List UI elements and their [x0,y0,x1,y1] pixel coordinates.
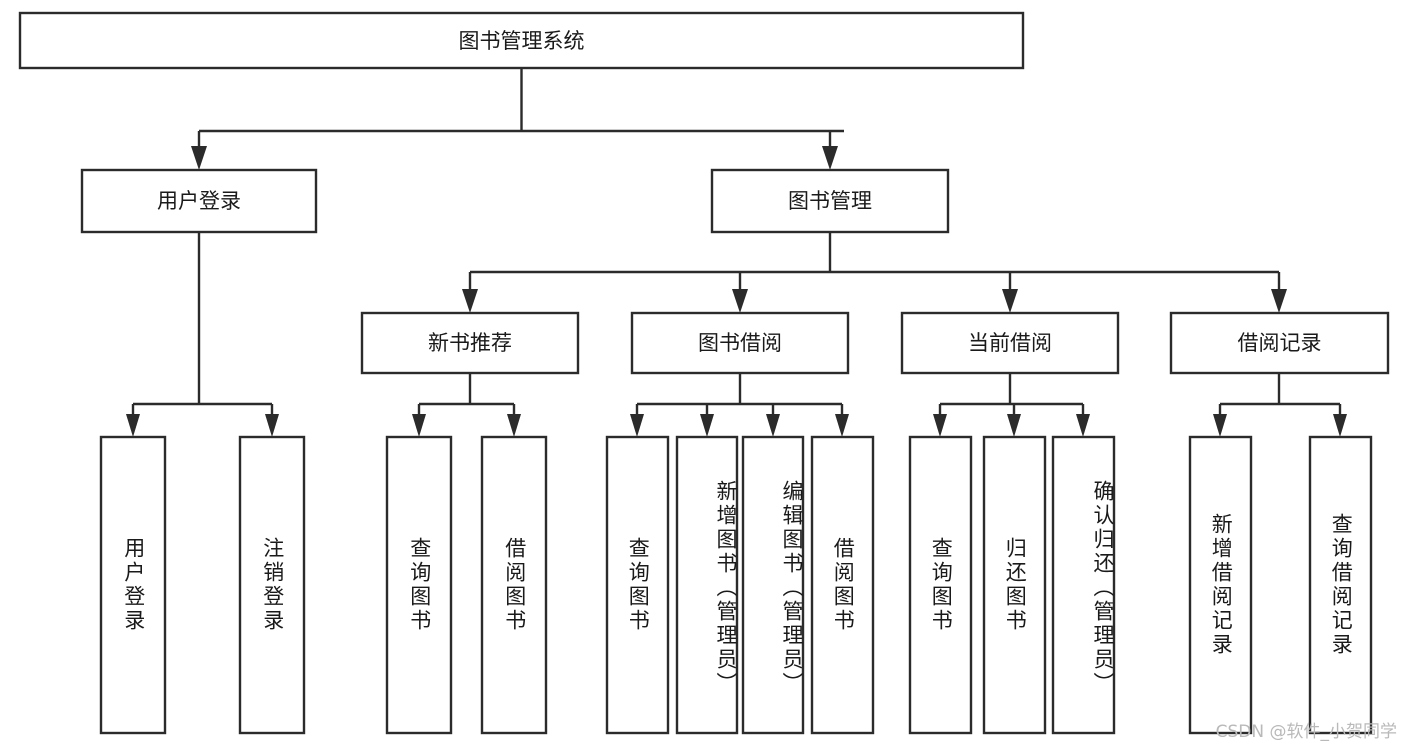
arrow-head-leaf-borrow-book-2 [835,414,849,437]
arrow-head-leaf-query-record [1333,414,1347,437]
arrow-head-leaf-logout [265,414,279,437]
connector-group-user-login [126,232,279,437]
node-root-system[interactable]: 图书管理系统 [18,11,1025,70]
arrow-head-leaf-query-book-1 [412,414,426,437]
node-new-book-rec-label: 新书推荐 [428,331,512,355]
leaf-box-confirm-return[interactable] [1051,435,1116,735]
leaf-box-edit-book[interactable] [741,435,805,735]
arrow-head-new-book-rec [462,289,478,313]
node-book-borrow[interactable]: 图书借阅 [630,311,850,375]
leaf-box-query-record[interactable] [1308,435,1373,735]
leaf-box-query-book-3[interactable] [908,435,973,735]
arrow-head-leaf-query-book-3 [933,414,947,437]
arrow-head-leaf-borrow-book-1 [507,414,521,437]
leaf-box-query-book-2[interactable] [605,435,670,735]
arrow-head-leaf-confirm-return [1076,414,1090,437]
node-user-login-box[interactable] [80,168,318,234]
node-user-login[interactable]: 用户登录 [80,168,318,234]
node-user-login-label: 用户登录 [157,189,241,213]
connector-group-borrow-record [1213,373,1347,437]
node-current-borrow-label: 当前借阅 [968,331,1052,355]
node-current-borrow[interactable]: 当前借阅 [900,311,1120,375]
node-borrow-record-box[interactable] [1169,311,1390,375]
node-book-borrow-label: 图书借阅 [698,331,782,355]
connector-group-current-borrow [933,373,1090,437]
node-borrow-record[interactable]: 借阅记录 [1169,311,1390,375]
arrow-head-leaf-return-book [1007,414,1021,437]
leaf-box-user-login[interactable] [99,435,167,735]
leaf-box-group [99,435,1373,735]
connector-group-new-book-rec [412,373,521,437]
arrow-head-borrow-record [1271,289,1287,313]
connector-group-book-borrow [630,373,849,437]
node-new-book-rec-box[interactable] [360,311,580,375]
leaf-box-add-book[interactable] [675,435,739,735]
connector-group-book-manage [462,232,1287,313]
node-borrow-record-label: 借阅记录 [1238,331,1322,355]
arrow-head-leaf-add-book [700,414,714,437]
node-book-manage[interactable]: 图书管理 [710,168,950,234]
arrow-head-book-manage [822,146,838,170]
node-new-book-rec[interactable]: 新书推荐 [360,311,580,375]
csdn-watermark: CSDN @软件_小贺同学 [1215,722,1397,742]
leaf-box-return-book[interactable] [982,435,1047,735]
node-root-box[interactable] [18,11,1025,70]
leaf-box-logout[interactable] [238,435,306,735]
leaf-box-query-book-1[interactable] [385,435,453,735]
node-book-manage-box[interactable] [710,168,950,234]
leaf-box-borrow-book-1[interactable] [480,435,548,735]
leaf-box-add-record[interactable] [1188,435,1253,735]
node-book-borrow-box[interactable] [630,311,850,375]
arrow-head-leaf-add-record [1213,414,1227,437]
node-root-label: 图书管理系统 [459,29,585,53]
arrow-head-leaf-query-book-2 [630,414,644,437]
arrow-head-book-borrow [732,289,748,313]
leaf-box-borrow-book-2[interactable] [810,435,875,735]
node-current-borrow-box[interactable] [900,311,1120,375]
arrow-head-leaf-edit-book [766,414,780,437]
node-book-manage-label: 图书管理 [788,189,872,213]
arrow-head-current-borrow [1002,289,1018,313]
connector-group-root [191,68,844,170]
arrow-head-leaf-user-login [126,414,140,437]
arrow-head-user-login [191,146,207,170]
